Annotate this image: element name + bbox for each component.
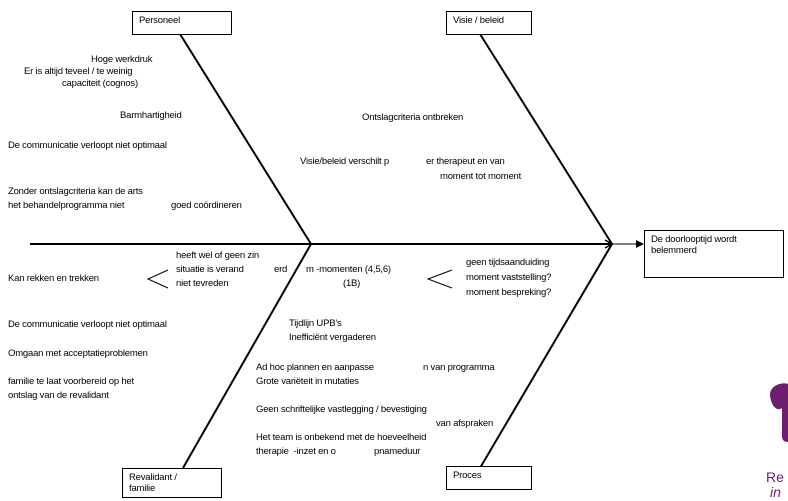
cause-familie-2: ontslag van de revalidant (8, 390, 109, 401)
cause-ontslagcriteria: Ontslagcriteria ontbreken (362, 112, 464, 123)
logo-text-2: in (770, 484, 781, 500)
bone-revalidant (182, 243, 312, 469)
cause-momenten-a: m -momenten (4,5,6) (306, 264, 391, 275)
arrow-tijd (426, 269, 453, 289)
cause-zonder-1: Zonder ontslagcriteria kan de arts (8, 186, 143, 197)
bone-personeel (179, 33, 312, 245)
cause-tijd-3: moment bespreking? (466, 287, 552, 298)
cause-hoge-werkdruk: Hoge werkdruk (91, 54, 153, 65)
cause-verschilt-c: moment tot moment (440, 171, 522, 182)
cause-zin-2b: erd (274, 264, 288, 275)
cause-adhoc-b: n van programma (423, 362, 495, 373)
cause-tijd-1: geen tijdsaanduiding (466, 257, 550, 268)
cause-acceptatie: Omgaan met acceptatieproblemen (8, 348, 148, 359)
cause-momenten-b: (1B) (343, 278, 361, 289)
cause-zonder-2a: het behandelprogramma niet (8, 200, 125, 211)
cause-zin-2a: situatie is verand (176, 264, 244, 275)
cause-teveel: Er is altijd teveel / te weinig (24, 66, 133, 77)
cause-capaciteit: capaciteit (cognos) (62, 78, 138, 89)
box-effect: De doorlooptijd wordt belemmerd (644, 230, 784, 278)
cause-adhoc-a: Ad hoc plannen en aanpasse (256, 362, 374, 373)
cause-barmhartigheid: Barmhartigheid (120, 110, 182, 121)
cause-vergaderen: Inefficiënt vergaderen (289, 332, 376, 343)
box-proces: Proces (446, 466, 532, 490)
cause-communicatie-personeel: De communicatie verloopt niet optimaal (8, 140, 167, 151)
box-visie: Visie / beleid (446, 11, 532, 35)
logo-text-1: Re (766, 469, 784, 485)
cause-variteit: Grote variëteit in mutaties (256, 376, 359, 387)
cause-team-2b: pnameduur (374, 446, 421, 457)
bone-proces (479, 243, 613, 469)
cause-communicatie-revalidant: De communicatie verloopt niet optimaal (8, 319, 167, 330)
cause-zonder-2b: goed coördineren (171, 200, 242, 211)
cause-familie-1: familie te laat voorbereid op het (8, 376, 134, 387)
bone-visie (479, 33, 613, 245)
arrow-rekken (146, 269, 169, 289)
cause-tijdlijn: Tijdlijn UPB's (289, 318, 342, 329)
cause-zin-3: niet tevreden (176, 278, 229, 289)
logo-mark (770, 383, 788, 442)
cause-team-2a: therapie -inzet en o (256, 446, 336, 457)
cause-verschilt-a: Visie/beleid verschilt p (300, 156, 390, 167)
cause-geen-2: van afspraken (436, 418, 494, 429)
cause-verschilt-b: er therapeut en van (426, 156, 505, 167)
box-revalidant: Revalidant / familie (122, 468, 222, 498)
cause-team-1: Het team is onbekend met de hoeveelheid (256, 432, 427, 443)
box-personeel: Personeel (132, 11, 232, 35)
cause-tijd-2: moment vaststelling? (466, 272, 552, 283)
cause-geen-1: Geen schriftelijke vastlegging / bevesti… (256, 404, 427, 415)
effect-arrow-head (636, 240, 644, 248)
cause-rekken: Kan rekken en trekken (8, 273, 99, 284)
cause-zin-1: heeft wel of geen zin (176, 250, 259, 261)
